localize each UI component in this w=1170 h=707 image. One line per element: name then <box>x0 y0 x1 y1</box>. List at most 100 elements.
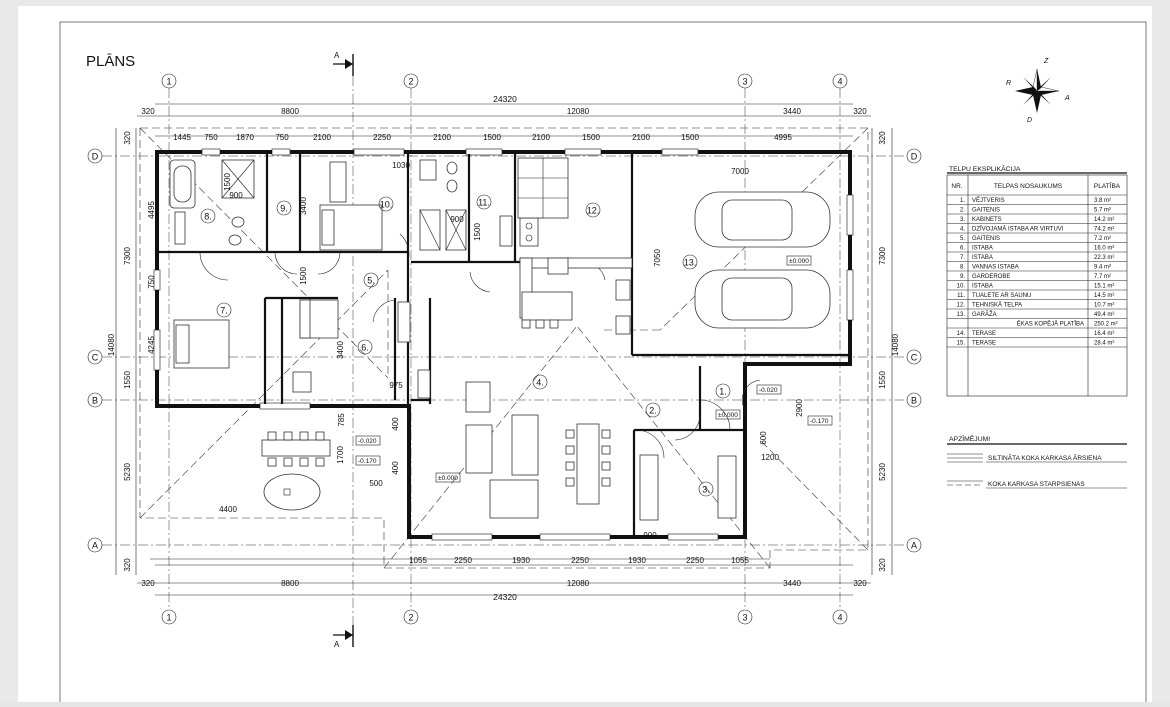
compass-east-label: A <box>1064 95 1070 102</box>
svg-text:1055: 1055 <box>409 556 427 565</box>
level-marks: ±0.000 ±0.000 ±0.000 -0.020 -0.170 -0.02… <box>355 255 833 483</box>
drawing-frame <box>59 21 1147 707</box>
table-cell-nr: 5. <box>960 236 965 242</box>
svg-text:900: 900 <box>229 191 243 200</box>
svg-text:1445: 1445 <box>173 133 191 142</box>
svg-text:2250: 2250 <box>686 556 704 565</box>
svg-text:4: 4 <box>837 77 842 87</box>
table-cell-name: TERASE <box>972 341 996 347</box>
room-8-label: 8. <box>204 212 212 222</box>
svg-text:14080: 14080 <box>891 333 900 356</box>
svg-text:1055: 1055 <box>731 556 749 565</box>
table-cell-name: KABINETS <box>972 217 1002 223</box>
table-cell-name: GARDEROBE <box>972 274 1010 280</box>
table-cell-nr: 6. <box>960 246 965 252</box>
exterior-walls <box>153 148 854 541</box>
table-cell-area: 7.7 m² <box>1094 274 1111 280</box>
compass-south-label: D <box>1027 117 1032 124</box>
table-cell-nr: 7. <box>960 255 965 261</box>
dim-top-3: 12080 <box>567 107 590 116</box>
table-cell-area: 5.7 m² <box>1094 208 1111 214</box>
table-header-nr: NR. <box>951 183 962 190</box>
dim-left: 320 4495 7300 750 4245 14080 1550 5230 3… <box>107 131 156 572</box>
svg-text:3400: 3400 <box>299 197 308 215</box>
room-1-label: 1. <box>719 387 727 397</box>
svg-text:2100: 2100 <box>433 133 451 142</box>
svg-text:2100: 2100 <box>632 133 650 142</box>
room-5-label: 5. <box>367 276 375 286</box>
svg-text:7050: 7050 <box>653 249 662 267</box>
table-cell-nr: 9. <box>960 274 965 280</box>
svg-text:4495: 4495 <box>147 201 156 219</box>
svg-text:1930: 1930 <box>512 556 530 565</box>
room-12-label: 12. <box>587 206 600 216</box>
section-mark-bottom: A <box>333 625 354 649</box>
table-cell-name: ISTABA <box>972 255 993 261</box>
svg-text:D: D <box>92 152 99 162</box>
svg-text:900: 900 <box>450 215 464 224</box>
plan-title: PLĀNS <box>86 53 135 70</box>
svg-text:1930: 1930 <box>628 556 646 565</box>
svg-text:2250: 2250 <box>571 556 589 565</box>
dim-bottom-3: 12080 <box>567 579 590 588</box>
svg-text:KOKA KARKASA STARPSIENAS: KOKA KARKASA STARPSIENAS <box>988 481 1085 488</box>
svg-text:1500: 1500 <box>473 223 482 241</box>
svg-text:1500: 1500 <box>299 267 308 285</box>
svg-text:±0.000: ±0.000 <box>718 412 738 419</box>
dim-bottom-2: 8800 <box>281 579 299 588</box>
dim-top-1: 320 <box>141 107 155 116</box>
table-cell-area: 74.2 m² <box>1094 227 1114 233</box>
svg-text:14080: 14080 <box>107 333 116 356</box>
legend-item-exterior-wall: SILTINĀTA KOKA KARKASA ĀRSIENA <box>947 453 1127 463</box>
compass-west-label: R <box>1006 80 1011 87</box>
dim-bottom-1: 320 <box>141 579 155 588</box>
dim-right: 320 7300 14080 1550 5230 320 <box>878 131 900 572</box>
table-cell-area: 7.2 m² <box>1094 236 1111 242</box>
svg-text:600: 600 <box>759 431 768 445</box>
svg-text:-0.170: -0.170 <box>358 458 377 465</box>
room-11-label: 11. <box>478 198 490 208</box>
svg-text:400: 400 <box>391 461 400 475</box>
table-cell-area: 15.1 m² <box>1094 284 1114 290</box>
svg-text:2100: 2100 <box>532 133 550 142</box>
table-caption: TELPU EKSPLIKĀCIJA <box>949 165 1021 173</box>
svg-text:-0.020: -0.020 <box>759 387 778 394</box>
svg-text:3: 3 <box>742 77 747 87</box>
section-mark-top: A <box>333 51 354 76</box>
table-cell-area: 16.4 m² <box>1094 331 1114 337</box>
svg-text:3: 3 <box>742 613 747 623</box>
svg-text:C: C <box>92 353 99 363</box>
dim-bottom-5: 320 <box>853 579 867 588</box>
svg-text:2250: 2250 <box>373 133 391 142</box>
dim-bottom-4: 3440 <box>783 579 801 588</box>
dim-inner: 7000 7050 3400 1030 900 1500 900 1500 34… <box>219 161 804 540</box>
room-6-label: 6. <box>361 343 369 353</box>
svg-text:1500: 1500 <box>223 173 232 191</box>
dimension-lines <box>115 103 893 596</box>
dim-bottom-walls: 1055 2250 1930 2250 1930 2250 1055 <box>409 556 749 565</box>
svg-text:1: 1 <box>166 613 171 623</box>
table-cell-name: ISTABA <box>972 246 993 252</box>
table-cell-label: ĒKAS KOPĒJĀ PLATĪBA <box>1017 321 1084 328</box>
dim-top-5: 320 <box>853 107 867 116</box>
table-row: 9. GARDEROBE 7.7 m² <box>947 274 1127 281</box>
compass-north-label: Z <box>1043 58 1049 65</box>
svg-text:2250: 2250 <box>454 556 472 565</box>
room-schedule-table: TELPU EKSPLIKĀCIJA NR. TELPAS NOSAUKUMS … <box>946 165 1128 397</box>
table-cell-area: 14.5 m² <box>1094 293 1114 299</box>
svg-text:400: 400 <box>391 417 400 431</box>
room-4-label: 4. <box>536 378 544 388</box>
svg-text:320: 320 <box>878 131 887 145</box>
svg-text:A: A <box>911 541 917 551</box>
svg-text:1550: 1550 <box>123 371 132 389</box>
table-cell-nr: 10. <box>957 284 966 290</box>
